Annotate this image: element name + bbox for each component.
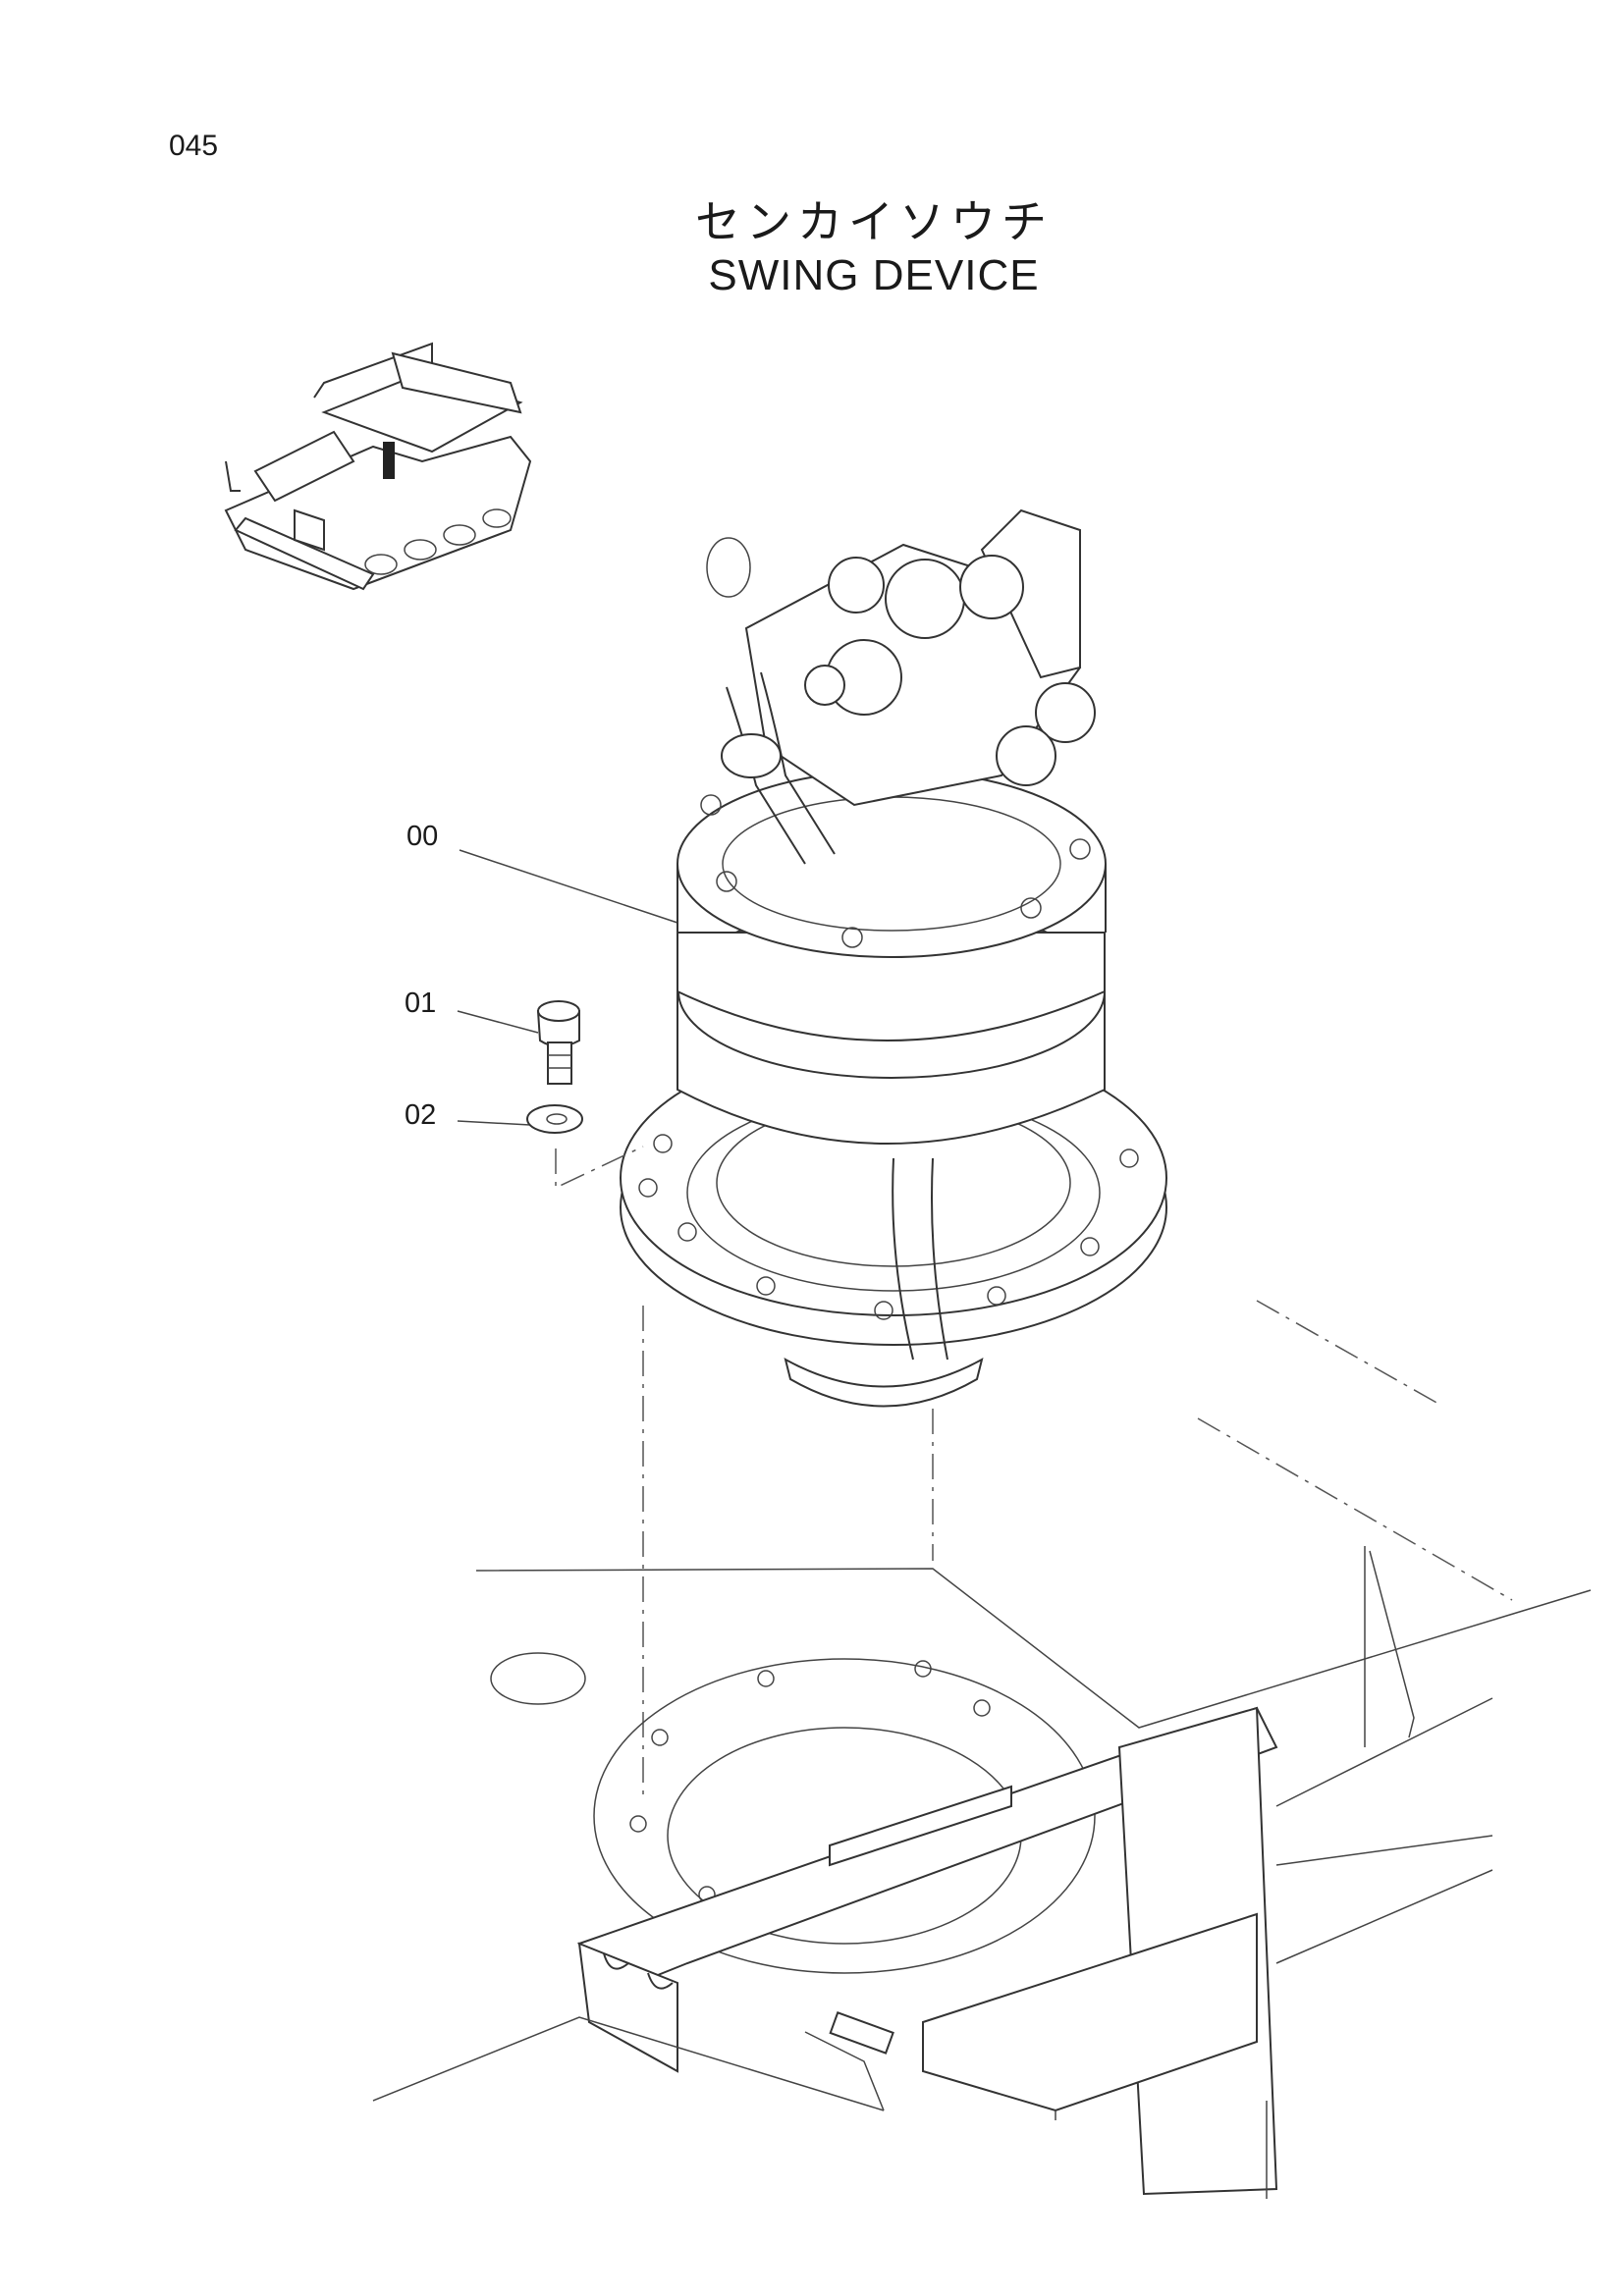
washer-part-02 xyxy=(526,1104,583,1134)
page-number: 045 xyxy=(169,130,219,162)
washer-alignment-line xyxy=(555,1146,644,1190)
bolt-part-01 xyxy=(536,1000,580,1085)
title-english: SWING DEVICE xyxy=(708,251,1040,299)
callout-02: 02 xyxy=(405,1099,437,1131)
callout-00: 00 xyxy=(406,821,439,852)
leader-01 xyxy=(457,1010,539,1034)
upper-frame-illustration xyxy=(372,1300,1592,2199)
leader-00 xyxy=(459,849,678,924)
machine-locator-icon xyxy=(224,342,532,591)
title-japanese: センカイソウチ xyxy=(695,195,1053,248)
leader-02 xyxy=(457,1120,531,1126)
swing-motor-illustration xyxy=(620,508,1167,1408)
callout-01: 01 xyxy=(405,988,437,1019)
